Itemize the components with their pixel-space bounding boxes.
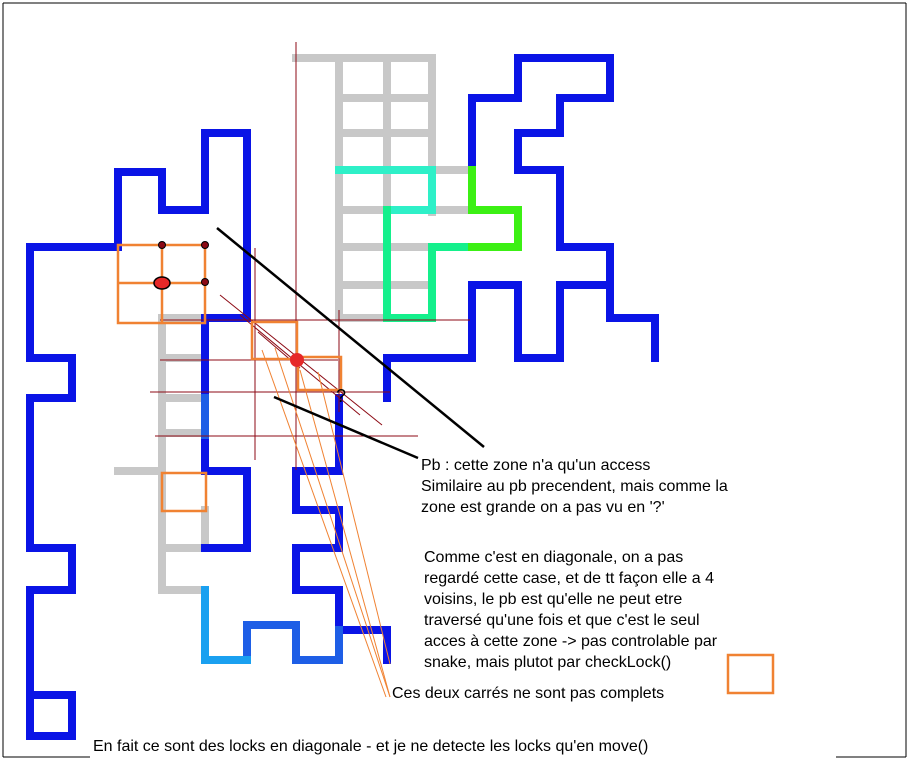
orange-square [250,320,299,361]
blue-wall [201,394,251,552]
orange-pointer-line [317,371,391,665]
blue-wall [26,129,251,699]
blue-wall [292,394,391,664]
squares-note: Ces deux carrés ne sont pas complets [392,685,665,702]
light-blue-wall [201,586,251,664]
cyan-path [335,166,436,214]
diagonal-note: Comme c'est en diagonale, on a pas regar… [424,549,718,671]
blue-wall-paths [26,54,659,740]
orange-square [296,355,343,392]
blue-wall [292,626,343,664]
orange-pointer-line [261,349,387,698]
question-mark: ? [336,386,346,406]
marker-dots [153,241,304,367]
blue-wall [243,621,300,664]
colored-snake-paths [335,166,522,322]
green-path [468,166,522,251]
blue-wall [468,54,614,289]
footer-note: En fait ce sont des locks en diagonale -… [93,738,649,755]
orange-pointer-line [299,369,391,698]
orange-square [160,471,208,513]
orange-square [726,653,775,695]
black-pointer-lines [216,227,485,460]
pb-note: Pb : cette zone n'a qu'un access Similai… [421,457,728,516]
blue-wall [26,691,76,740]
green-teal-path [383,206,476,322]
blue-wall [383,281,659,402]
